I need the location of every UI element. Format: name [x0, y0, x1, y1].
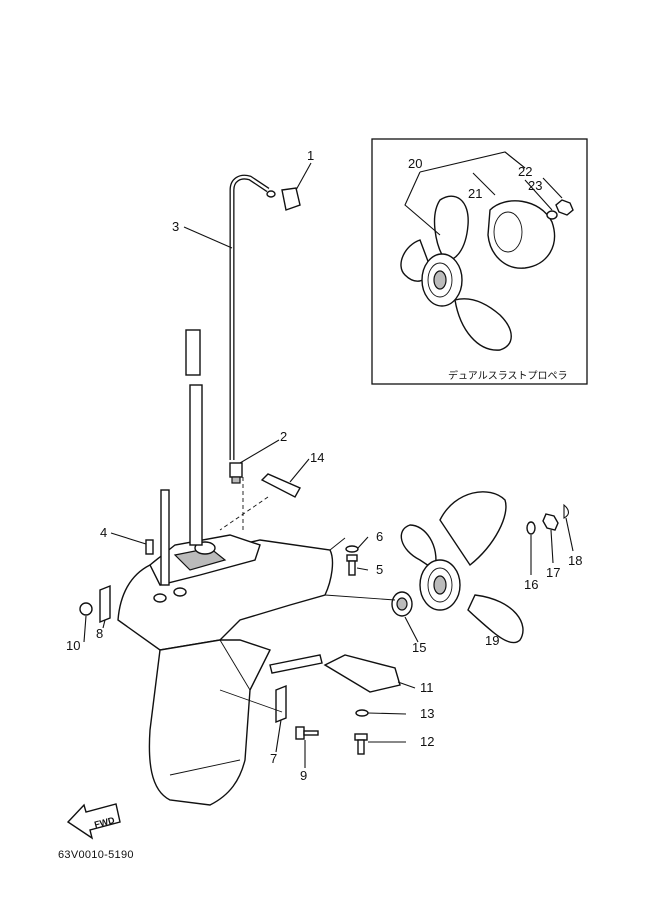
propeller-part-19 [400, 491, 524, 644]
callout-15: 15 [412, 640, 426, 655]
washer-part-6 [345, 545, 359, 553]
propeller-shaft [269, 654, 323, 674]
anode-part-7 [275, 684, 287, 724]
spacer-part-15 [391, 591, 413, 617]
callout-14: 14 [310, 450, 324, 465]
inset-propeller [400, 195, 574, 351]
callout-2: 2 [280, 429, 287, 444]
callout-1: 1 [307, 148, 314, 163]
callout-20: 20 [408, 156, 422, 171]
inset-frame [371, 138, 588, 385]
callout-6: 6 [376, 529, 383, 544]
callout-18: 18 [568, 553, 582, 568]
bolt-part-12 [354, 733, 368, 755]
fwd-arrow-icon: FWD [66, 803, 121, 840]
nut-part-10 [79, 602, 93, 616]
callout-9: 9 [300, 768, 307, 783]
callout-13: 13 [420, 706, 434, 721]
callout-8: 8 [96, 626, 103, 641]
callout-7: 7 [270, 751, 277, 766]
screw-part-9 [295, 726, 319, 740]
callout-21: 21 [468, 186, 482, 201]
washer-part-13 [355, 709, 369, 717]
callout-22: 22 [518, 164, 532, 179]
construction-lines [219, 477, 396, 713]
nut-part-17 [542, 513, 559, 531]
bolt-part-5 [346, 554, 358, 576]
seal-part-2 [229, 462, 243, 484]
dowel-part-4 [145, 539, 154, 555]
inset-caption: デュアルスラストプロペラ [448, 369, 568, 382]
water-tube [229, 174, 276, 460]
drawing-number: 63V0010-5190 [58, 849, 134, 861]
trim-tab-part-11 [323, 654, 401, 693]
cotter-pin-part-18 [563, 503, 570, 519]
callout-5: 5 [376, 562, 383, 577]
grommet-part-1 [281, 187, 301, 211]
drive-shaft [160, 329, 203, 586]
rubber-part-14 [260, 473, 301, 498]
callout-12: 12 [420, 734, 434, 749]
inset-leader-lines [404, 151, 563, 236]
callout-23: 23 [528, 178, 542, 193]
washer-part-16 [526, 521, 536, 535]
leader-lines [83, 162, 574, 768]
anode-part-8 [99, 584, 111, 624]
callout-3: 3 [172, 219, 179, 234]
callout-4: 4 [100, 525, 107, 540]
callout-labels: 1 2 3 4 5 6 7 8 9 10 11 12 13 14 15 16 1… [66, 148, 582, 783]
callout-19: 19 [485, 633, 499, 648]
callout-17: 17 [546, 565, 560, 580]
callout-16: 16 [524, 577, 538, 592]
callout-11: 11 [420, 680, 434, 695]
callout-10: 10 [66, 638, 80, 653]
lower-casing [117, 534, 334, 806]
